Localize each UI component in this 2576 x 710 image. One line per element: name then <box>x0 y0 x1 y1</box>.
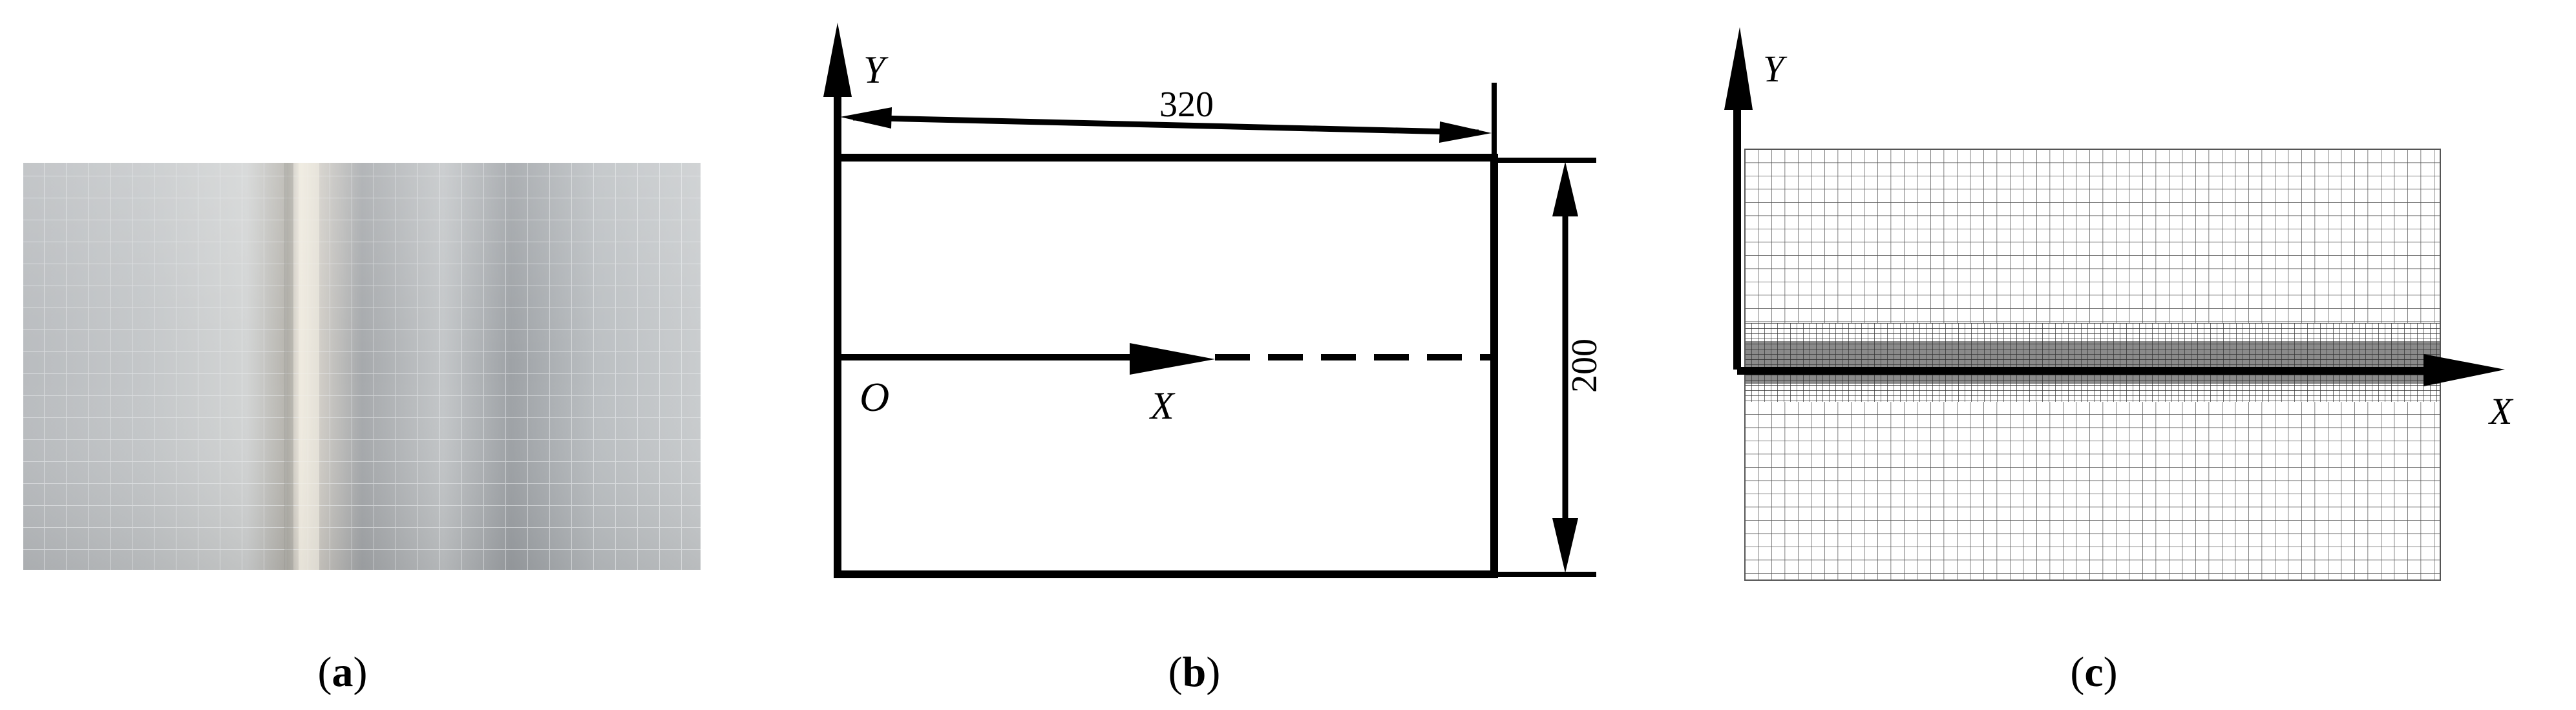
panel-b: Y 320 200 O X (b) <box>823 23 1605 696</box>
width-dimension-label: 320 <box>1159 85 1214 125</box>
mesh-x-axis-label: X <box>2488 390 2514 432</box>
caption-c: (c) <box>2070 649 2117 696</box>
mesh-y-axis-arrowhead <box>1724 27 1753 110</box>
x-axis-label: X <box>1149 384 1176 427</box>
caption-a: (a) <box>318 649 368 696</box>
height-dimension-label: 200 <box>1565 339 1605 393</box>
fe-mesh <box>1744 149 2441 581</box>
y-axis-arrowhead <box>823 23 852 97</box>
origin-label: O <box>860 374 889 420</box>
plate-outline <box>834 154 1498 578</box>
y-axis-label: Y <box>863 48 889 91</box>
width-dimension-line <box>852 114 1479 136</box>
aluminum-plate-photo <box>23 163 701 570</box>
mesh-y-axis-label: Y <box>1763 48 1788 90</box>
height-arrow-bottom <box>1552 518 1578 573</box>
caption-b: (b) <box>1168 649 1221 696</box>
panel-c: Y X (c) <box>1724 27 2514 696</box>
width-arrow-right <box>1439 121 1492 143</box>
width-arrow-left <box>840 107 892 129</box>
mesh-x-axis-arrowhead <box>2423 354 2505 386</box>
height-arrow-top <box>1552 162 1578 216</box>
x-axis-arrowhead <box>1130 343 1215 375</box>
panel-a: (a) <box>23 163 701 696</box>
